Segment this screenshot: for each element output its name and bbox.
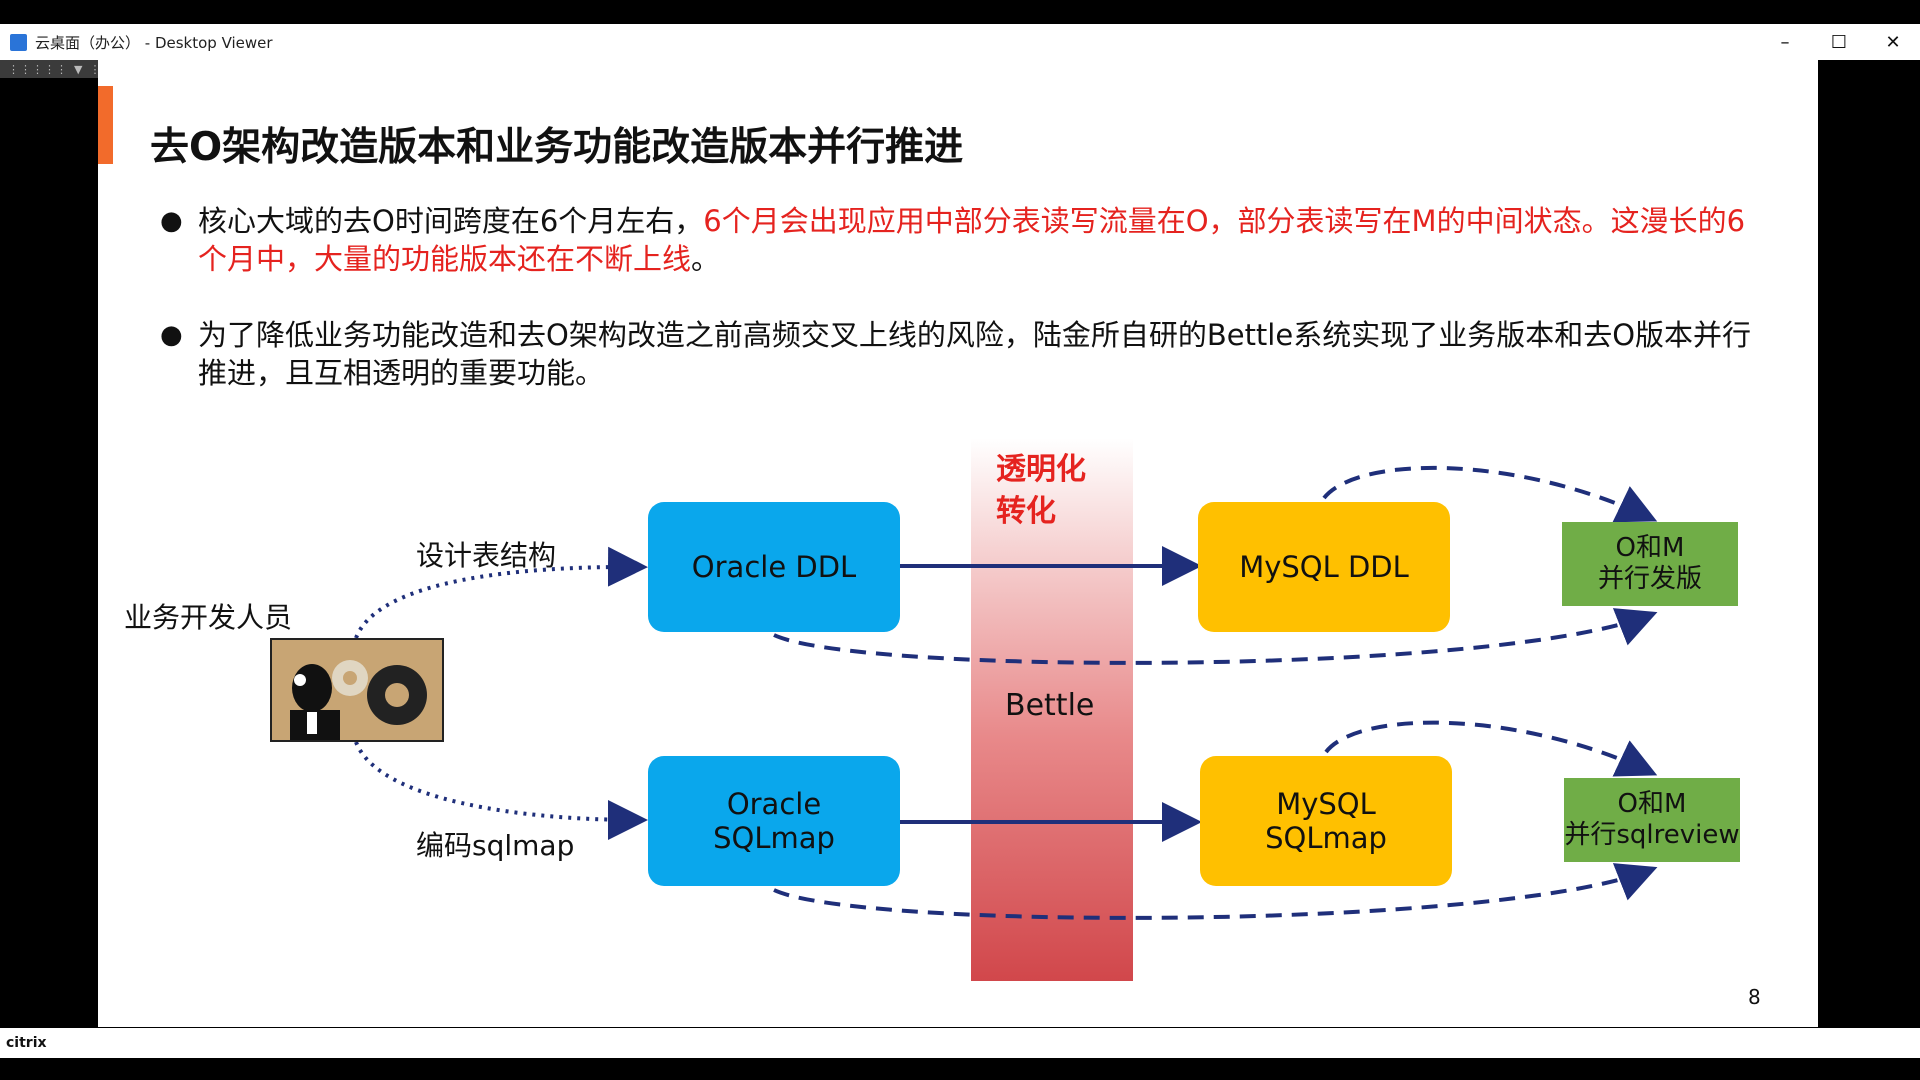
om-review-text-1: O和M: [1617, 789, 1687, 819]
bullet-1: ● 核心大域的去O时间跨度在6个月左右，6个月会出现应用中部分表读写流量在O，部…: [160, 202, 1760, 278]
window-controls: – ☐ ✕: [1758, 24, 1920, 60]
design-table-label: 设计表结构: [416, 539, 557, 572]
mysql-sqlmap-to-review-arrow: [1324, 720, 1658, 777]
oracle-ddl-text: Oracle DDL: [691, 550, 857, 584]
code-sqlmap-label: 编码sqlmap: [416, 829, 575, 862]
desktop-app-icon: [10, 33, 27, 51]
oracle-sqlmap-box: Oracle SQLmap: [648, 756, 900, 886]
oracle-ddl-box: Oracle DDL: [648, 502, 900, 632]
design-arrow: [354, 546, 648, 639]
bullet-2-text: 为了降低业务功能改造和去O架构改造之前高频交叉上线的风险，陆金所自研的Bettl…: [198, 318, 1752, 390]
citrix-logo: citrix: [6, 1035, 47, 1051]
viewer-right-margin: [1820, 60, 1920, 1030]
developer-gears-icon: [270, 638, 444, 742]
mysql-ddl-box: MySQL DDL: [1198, 502, 1450, 632]
bettle-transform-band: [971, 438, 1133, 981]
mysql-ddl-text: MySQL DDL: [1239, 550, 1409, 584]
slide-title: 去O架构改造版本和业务功能改造版本并行推进: [150, 125, 964, 170]
bullet-1-tail: 。: [691, 242, 721, 276]
grip-icon: ⋮⋮⋮⋮⋮: [8, 62, 68, 76]
citrix-statusbar: citrix: [0, 1028, 1920, 1058]
window-titlebar: 云桌面（办公） - Desktop Viewer – ☐ ✕: [0, 24, 1920, 60]
bullet-1-red-text: 6个月会出现应用中部分表读写流量在O，部分表读写在M的中间状态。这漫长的6个月中…: [198, 204, 1746, 276]
mysql-sqlmap-text-1: MySQL: [1276, 787, 1376, 821]
mysql-sqlmap-text-2: SQLmap: [1265, 821, 1387, 855]
actor-label: 业务开发人员: [124, 601, 293, 634]
bullet-dot-icon: ●: [160, 206, 183, 236]
close-icon[interactable]: ✕: [1885, 31, 1901, 53]
slide-canvas: 去O架构改造版本和业务功能改造版本并行推进 ● 核心大域的去O时间跨度在6个月左…: [98, 60, 1818, 1027]
bullet-dot-icon: ●: [160, 320, 183, 350]
mysql-sqlmap-box: MySQL SQLmap: [1200, 756, 1452, 886]
bettle-label: Bettle: [1005, 688, 1095, 723]
transparent-label-line1: 透明化: [996, 452, 1086, 487]
mysql-ddl-to-release-arrow: [1322, 465, 1658, 523]
window-title: 云桌面（办公） - Desktop Viewer: [35, 33, 273, 52]
code-arrow: [354, 741, 648, 840]
om-parallel-release-box: O和M 并行发版: [1562, 522, 1738, 606]
om-parallel-review-box: O和M 并行sqlreview: [1564, 778, 1740, 862]
oracle-sqlmap-text-1: Oracle: [726, 787, 822, 821]
title-accent-bar: [98, 86, 113, 164]
bullet-2: ● 为了降低业务功能改造和去O架构改造之前高频交叉上线的风险，陆金所自研的Bet…: [160, 316, 1760, 392]
maximize-icon[interactable]: ☐: [1830, 31, 1848, 53]
diagram-arrows: [354, 465, 1658, 920]
minimize-icon[interactable]: –: [1780, 31, 1790, 53]
bullet-1-normal-text: 核心大域的去O时间跨度在6个月左右，: [198, 204, 704, 238]
oracle-ddl-to-release-arrow: [773, 608, 1658, 665]
transparent-label-line2: 转化: [996, 494, 1056, 529]
pin-icon: ▼: [74, 62, 84, 76]
page-number: 8: [1748, 985, 1761, 1009]
om-review-text-2: 并行sqlreview: [1564, 820, 1740, 850]
oracle-sqlmap-to-review-arrow: [773, 863, 1658, 920]
oracle-sqlmap-text-2: SQLmap: [713, 821, 835, 855]
om-release-text-2: 并行发版: [1597, 564, 1702, 594]
om-release-text-1: O和M: [1615, 533, 1685, 563]
